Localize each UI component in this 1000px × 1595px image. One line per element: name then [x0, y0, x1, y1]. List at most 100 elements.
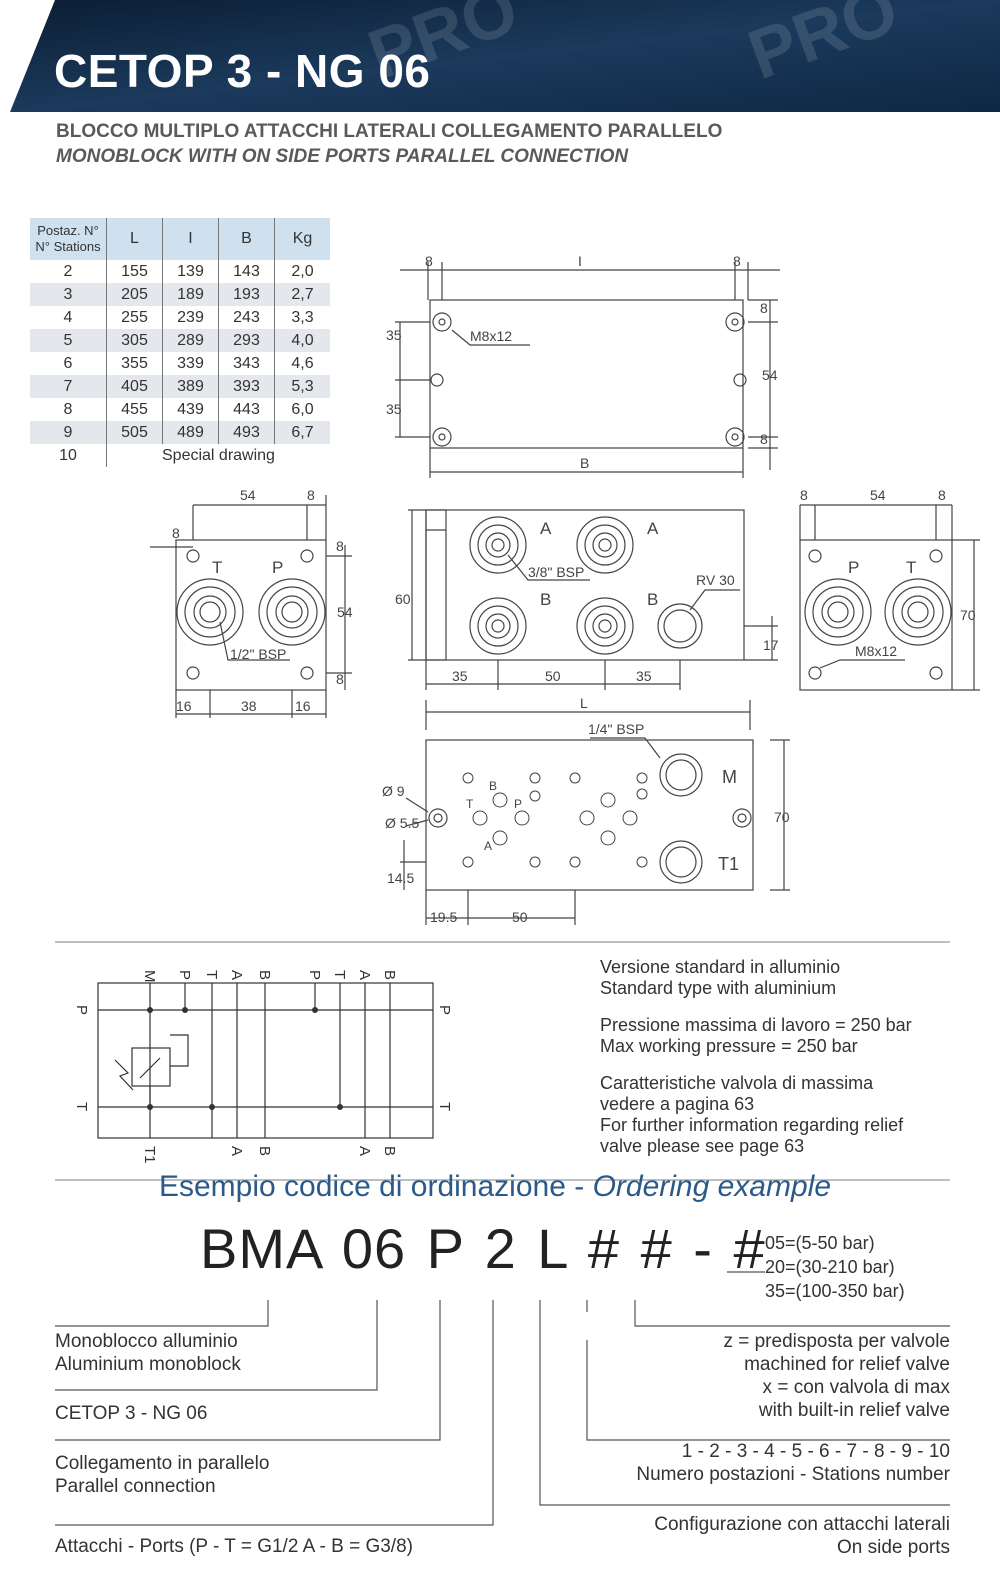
- thread-label: 1/2" BSP: [230, 646, 286, 662]
- dim-label: 35: [386, 327, 402, 343]
- dim-label: 8: [733, 253, 741, 269]
- dim-label: 14.5: [387, 870, 414, 886]
- dim-label: 70: [774, 809, 790, 825]
- dim-label: 17: [763, 637, 779, 653]
- schematic-port-label: B: [381, 970, 398, 980]
- schematic-port-label: T: [331, 970, 348, 979]
- dim-label: 19.5: [430, 909, 457, 925]
- port-label-p: P: [272, 558, 283, 577]
- schematic-port-label: A: [228, 970, 245, 980]
- dim-label: 8: [172, 525, 180, 541]
- dim-label: 8: [336, 538, 344, 554]
- right-side-drawing: 8 54 8 P T 70 M8x12: [799, 487, 980, 691]
- valve-label: RV 30: [696, 572, 735, 588]
- port-label-b: B: [489, 779, 497, 793]
- top-view-drawing: 8 I 8 8 35 35 54 8 B M8x12: [386, 253, 780, 478]
- column-header: Kg: [274, 218, 330, 260]
- dim-label: 35: [452, 668, 468, 684]
- port-label-p: P: [848, 558, 859, 577]
- dim-label: Ø 5.5: [385, 815, 419, 831]
- pressure-option: 20=(30-210 bar): [765, 1257, 895, 1277]
- port-label-a: A: [647, 519, 659, 538]
- thread-label: M8x12: [855, 643, 897, 659]
- port-label-b: B: [647, 590, 658, 609]
- dim-label: 50: [512, 909, 528, 925]
- port-label-t1: T1: [718, 854, 739, 874]
- port-label-a: A: [540, 519, 552, 538]
- subtitle-english: MONOBLOCK WITH ON SIDE PORTS PARALLEL CO…: [56, 146, 629, 167]
- front-view-drawing: A A B B 3/8" BSP RV 30 60 17 35 50 35 L: [395, 509, 779, 730]
- port-label-a: A: [484, 839, 492, 853]
- schematic-port-label: B: [256, 970, 273, 980]
- ordering-title: Esempio codice di ordinazione - Ordering…: [158, 1170, 832, 1203]
- thread-label: 1/4" BSP: [588, 721, 644, 737]
- port-label-p: P: [514, 797, 522, 811]
- dim-label: 54: [240, 487, 256, 503]
- port-label-t: T: [906, 558, 916, 577]
- dim-label: I: [578, 253, 582, 269]
- port-label-m: M: [722, 767, 737, 787]
- dim-label: 54: [762, 367, 778, 383]
- schematic-port-label: B: [256, 1146, 273, 1156]
- bottom-view-drawing: 1/4" BSP M T1 Ø 9 Ø 5.5 70 14.5 19.5 50 …: [382, 721, 790, 925]
- schematic-port-label: P: [306, 970, 323, 980]
- order-code: BMA 06 P 2 L # # - #: [200, 1217, 766, 1280]
- dim-label: 8: [425, 253, 433, 269]
- label-cetop: CETOP 3 - NG 06: [55, 1403, 208, 1424]
- subtitle-italian: BLOCCO MULTIPLO ATTACCHI LATERALI COLLEG…: [56, 121, 723, 142]
- dim-label: 70: [960, 607, 976, 623]
- schematic-port-label: P: [436, 1005, 453, 1015]
- dim-label: 8: [307, 487, 315, 503]
- port-label-t: T: [212, 558, 222, 577]
- dim-label: 8: [760, 431, 768, 447]
- schematic-port-label: A: [228, 1146, 245, 1156]
- thread-label: 3/8" BSP: [528, 564, 584, 580]
- dim-label: 35: [386, 401, 402, 417]
- dim-label: 8: [760, 300, 768, 316]
- port-label-t: T: [466, 797, 474, 811]
- header-banner: PRO PRO: [10, 0, 1000, 112]
- schematic-port-label: M: [141, 970, 158, 983]
- schematic-port-label: P: [73, 1005, 90, 1015]
- schematic-port-label: T: [203, 970, 220, 979]
- dim-label: 54: [337, 604, 353, 620]
- dim-label: 16: [295, 698, 311, 714]
- schematic-port-label: B: [381, 1146, 398, 1156]
- pressure-option: 35=(100-350 bar): [765, 1281, 905, 1301]
- column-header: I: [162, 218, 219, 260]
- page-title: CETOP 3 - NG 06: [54, 45, 431, 97]
- dim-label: 60: [395, 591, 411, 607]
- schematic-port-label: A: [356, 1146, 373, 1156]
- dim-label: B: [580, 455, 589, 471]
- ordering-connectors: [55, 1271, 950, 1526]
- hydraulic-schematic: M P T A B P T A B T1 A B A B P T P T: [73, 970, 453, 1164]
- dim-label: 8: [336, 671, 344, 687]
- schematic-port-label: A: [356, 970, 373, 980]
- left-side-drawing: 54 8 8 8 54 8 T P 1/2" BSP 16 38 16: [150, 487, 353, 718]
- dim-label: 38: [241, 698, 257, 714]
- dim-label: 8: [938, 487, 946, 503]
- column-header: L: [106, 218, 163, 260]
- stations-header: Postaz. N°N° Stations: [30, 218, 107, 260]
- schematic-port-label: T1: [141, 1146, 158, 1164]
- schematic-port-label: T: [73, 1102, 90, 1111]
- dim-label: 50: [545, 668, 561, 684]
- pressure-option: 05=(5-50 bar): [765, 1233, 875, 1253]
